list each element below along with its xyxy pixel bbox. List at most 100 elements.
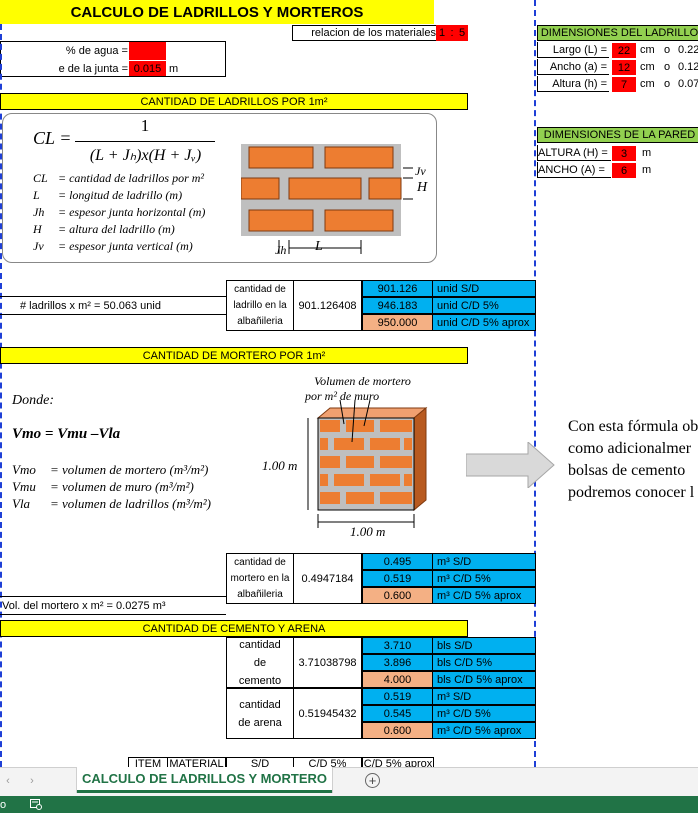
ladrillos-value: 50.063 xyxy=(103,299,138,312)
ladrillos-line-label: # ladrillos x m² = xyxy=(20,299,101,312)
formula-def-key: Jv xyxy=(33,239,44,253)
ladrillos-row-value: 901.126 xyxy=(362,280,433,297)
side-text-line: como adicionalmer xyxy=(568,440,692,457)
formula-def-key: Jh xyxy=(33,205,45,219)
junta-label: e de la junta = xyxy=(58,62,128,75)
ladrillos-box-label: cantidad de ladrillo en la albañileria xyxy=(226,280,294,331)
macro-record-icon[interactable] xyxy=(30,799,42,810)
dim-ladrillo-input[interactable]: 12 xyxy=(612,60,636,75)
cemento-label: cantidad de cemento xyxy=(226,637,294,688)
arena-row-unit: m³ S/D xyxy=(432,688,536,705)
relacion-label: relacion de los materiales xyxy=(292,25,436,41)
bottom-table-header: S/D xyxy=(226,757,294,767)
diagram-label-l: L xyxy=(315,239,323,254)
relacion-value-a[interactable]: 1 xyxy=(436,25,448,41)
formula-def-key: CL xyxy=(33,171,48,185)
status-text: o xyxy=(0,798,7,811)
cemento-header: CANTIDAD DE CEMENTO Y ARENA xyxy=(0,620,468,637)
page-break-line-left xyxy=(0,24,2,767)
arena-row-unit: m³ C/D 5% aprox xyxy=(432,722,536,739)
cemento-total: 3.71038798 xyxy=(293,637,362,688)
sheet-tab-active[interactable]: CALCULO DE LADRILLOS Y MORTERO xyxy=(77,767,332,793)
agua-input[interactable] xyxy=(129,42,166,60)
bottom-table-header: MATERIAL xyxy=(167,757,226,767)
ladrillos-row-unit: unid C/D 5% aprox xyxy=(432,314,536,331)
dim-ladrillo-label: Largo (L) = xyxy=(537,42,609,58)
junta-input[interactable]: 0.015 xyxy=(129,61,166,76)
mortero-row-unit: m³ S/D xyxy=(432,553,536,570)
dim-ladrillo-input[interactable]: 22 xyxy=(612,43,636,58)
dim-pared-header: DIMENSIONES DE LA PARED xyxy=(537,127,698,143)
brick-joint-diagram xyxy=(241,144,413,254)
dim-ladrillo-o: o xyxy=(664,78,671,90)
arena-label: cantidad de arena xyxy=(226,688,294,739)
mortero-total: 0.4947184 xyxy=(293,553,362,604)
page-break-line-right xyxy=(534,0,536,767)
cemento-row-value: 3.896 xyxy=(362,654,433,671)
sheet-tab-bar: ‹ › CALCULO DE LADRILLOS Y MORTERO + xyxy=(0,767,698,797)
add-sheet-icon[interactable]: + xyxy=(365,773,380,788)
ladrillos-total: 901.126408 xyxy=(293,280,362,331)
mortero-row-value: 0.495 xyxy=(362,553,433,570)
dim-ladrillo-label: Ancho (a) = xyxy=(537,59,609,75)
ladrillos-per-m2: # ladrillos x m² = 50.063 unid xyxy=(20,297,226,314)
arena-total: 0.51945432 xyxy=(293,688,362,739)
side-text-line: bolsas de cemento xyxy=(568,462,686,479)
dim-ladrillo-input[interactable]: 7 xyxy=(612,77,636,92)
mortero-row-unit: m³ C/D 5% xyxy=(432,570,536,587)
formula-def-key: H xyxy=(33,222,42,236)
relacion-separator: : xyxy=(448,25,456,41)
cube-dim-width: 1.00 m xyxy=(350,524,386,539)
agua-label: % de agua = xyxy=(65,44,128,57)
arena-row-value: 0.600 xyxy=(362,722,433,739)
cube-dim-height: 1.00 m xyxy=(262,458,298,473)
volumen-mortero-label-2: por m² de muro xyxy=(305,389,380,403)
dim-ladrillo-o: o xyxy=(664,61,671,73)
diagram-label-jh: Jh xyxy=(275,243,287,257)
mortero-box-label: cantidad de mortero en la albañileria xyxy=(226,553,294,604)
formula-cl: CL = xyxy=(33,128,72,148)
dim-pared-unit: m xyxy=(642,164,652,176)
formula2-def-key: Vmu xyxy=(12,479,36,494)
mortero-unit: m³ xyxy=(152,599,166,612)
ladrillos-header: CANTIDAD DE LADRILLOS POR 1m² xyxy=(0,93,468,110)
diagram-label-jv: Jv xyxy=(415,164,426,178)
formula-def-value: = espesor junta vertical (m) xyxy=(58,239,193,253)
side-text-line: podremos conocer l xyxy=(568,484,695,501)
formula2-def-key: Vmo xyxy=(12,462,36,477)
relacion-value-b[interactable]: 5 xyxy=(456,25,468,41)
formula2-def-value: = volumen de ladrillos (m³/m²) xyxy=(50,496,211,511)
junta-unit: m xyxy=(169,62,179,75)
dim-pared-unit: m xyxy=(642,147,652,159)
formula2-def-value: = volumen de mortero (m³/m²) xyxy=(50,462,209,477)
tab-scroll-left-icon[interactable]: ‹ xyxy=(6,775,10,787)
cemento-row-unit: bls C/D 5% aprox xyxy=(432,671,536,688)
dim-ladrillo-meters: 0.07 xyxy=(678,78,698,90)
dim-ladrillo-meters: 0.22 xyxy=(678,44,698,56)
tab-scroll-right-icon[interactable]: › xyxy=(30,775,34,787)
dim-pared-input[interactable]: 6 xyxy=(612,163,636,178)
arrow-right-icon xyxy=(466,442,555,488)
dim-pared-label: ALTURA (H) = xyxy=(537,145,611,161)
ladrillos-row-unit: unid C/D 5% xyxy=(432,297,536,314)
dim-ladrillo-label: Altura (h) = xyxy=(537,76,609,92)
mortero-line-label: Vol. del mortero x m² = xyxy=(2,599,113,612)
bottom-table-header: ITEM xyxy=(128,757,168,767)
dim-pared-input[interactable]: 3 xyxy=(612,146,636,161)
bottom-table-header: C/D 5% aprox xyxy=(362,757,434,767)
formula-def-value: = espesor junta horizontal (m) xyxy=(58,205,206,219)
mortero-row-value: 0.600 xyxy=(362,587,433,604)
formula2-def-value: = volumen de muro (m³/m²) xyxy=(50,479,194,494)
formula-def-value: = altura del ladrillo (m) xyxy=(58,222,175,236)
formula-fraction-bar xyxy=(75,141,215,142)
cemento-row-value: 4.000 xyxy=(362,671,433,688)
side-text-line: Con esta fórmula ob xyxy=(568,418,698,435)
volumen-mortero-label: Volumen de mortero xyxy=(314,374,411,388)
status-bar: o xyxy=(0,796,698,813)
cemento-row-unit: bls S/D xyxy=(432,637,536,654)
mortero-row-value: 0.519 xyxy=(362,570,433,587)
formula-ladrillos-figure: CL = 1 (L + Jₕ)x(H + Jᵥ) Jv H Jh L CL= c… xyxy=(2,113,437,263)
arena-row-value: 0.519 xyxy=(362,688,433,705)
dim-ladrillo-meters: 0.12 xyxy=(678,61,698,73)
dim-pared-label: ANCHO (A) = xyxy=(537,162,611,178)
